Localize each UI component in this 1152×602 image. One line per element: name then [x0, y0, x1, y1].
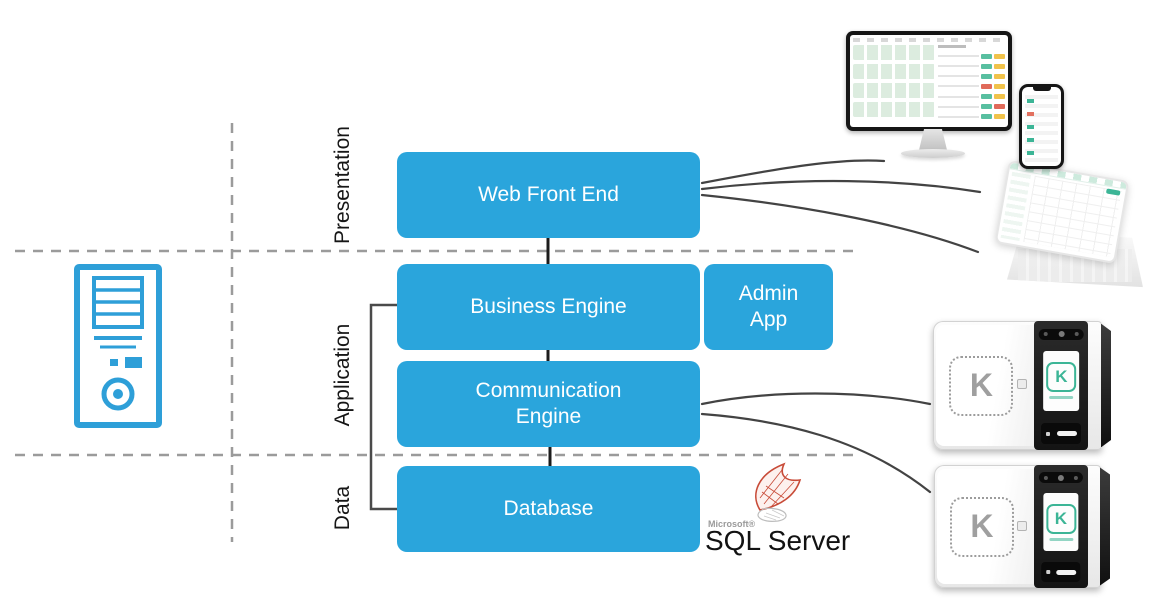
- terminal-panel: K: [1034, 465, 1088, 588]
- terminal-side-edge: [1100, 467, 1110, 586]
- monitor-menubar: [853, 38, 1005, 42]
- sql-server-wordmark: SQL Server: [705, 525, 851, 556]
- terminal-body: K K: [933, 321, 1102, 450]
- cable-ce-terminal-1: [700, 392, 932, 406]
- dotted-k-logo-icon: K: [949, 355, 1014, 416]
- box-admin-app-label: Admin App: [738, 281, 799, 331]
- k-logo-icon: K: [1045, 503, 1076, 534]
- avatar-grid: [853, 45, 936, 121]
- terminal-faceplate: K: [937, 468, 1035, 585]
- kiosk-terminal-2: K K: [934, 465, 1110, 588]
- card-slot: [1041, 562, 1081, 582]
- sql-server-logo: Microsoft® SQL Server: [700, 455, 860, 567]
- smartphone: [1019, 84, 1064, 169]
- monitor-screen: [850, 35, 1008, 127]
- terminal-screen: K: [1043, 350, 1080, 412]
- box-business-engine-label: Business Engine: [470, 294, 627, 318]
- layer-label-presentation: Presentation: [331, 126, 354, 244]
- camera-icon: [1039, 328, 1084, 340]
- card-slot: [1041, 422, 1082, 444]
- sql-swoosh-icon: [755, 462, 802, 522]
- terminal-faceplate: K: [936, 324, 1035, 447]
- box-web-front-end-label: Web Front End: [478, 182, 619, 206]
- cable-wfe-phone: [700, 179, 982, 194]
- dotted-k-letter: K: [970, 508, 994, 544]
- cable-wfe-monitor: [700, 159, 886, 185]
- dotted-k-letter: K: [969, 367, 993, 403]
- box-database-label: Database: [503, 496, 594, 520]
- status-list: [938, 45, 1005, 121]
- brand-text-line: [1048, 537, 1073, 541]
- box-web-front-end: Web Front End: [397, 152, 700, 238]
- smartphone-notch: [1032, 87, 1051, 91]
- cable-wfe-tablet: [700, 193, 980, 254]
- k-logo-icon: K: [1046, 362, 1077, 393]
- badge-sensor: [1017, 520, 1028, 531]
- box-database: Database: [397, 466, 700, 552]
- badge-sensor: [1017, 379, 1028, 390]
- monitor-stand-neck: [919, 129, 947, 150]
- terminal-screen: K: [1043, 493, 1079, 552]
- box-communication-engine-label: Communication Engine: [475, 378, 622, 428]
- application-group-bracket: [369, 303, 397, 511]
- smartphone-screen: [1022, 87, 1061, 166]
- microsoft-brand: Microsoft®: [708, 519, 756, 529]
- camera-icon: [1038, 472, 1083, 484]
- kiosk-terminal-1: K K: [933, 321, 1111, 450]
- terminal-body: K K: [934, 465, 1101, 588]
- box-business-engine: Business Engine: [397, 264, 700, 350]
- brand-text-line: [1049, 396, 1074, 400]
- terminal-panel: K: [1034, 321, 1089, 450]
- box-communication-engine: Communication Engine: [397, 361, 700, 447]
- layer-label-data: Data: [331, 485, 354, 531]
- box-admin-app: Admin App: [704, 264, 833, 350]
- tablet-screen: [994, 160, 1130, 264]
- monitor-stand-base: [901, 149, 965, 158]
- dotted-k-logo-icon: K: [949, 496, 1014, 557]
- tablet-with-keyboard: [993, 160, 1152, 296]
- desktop-monitor: [846, 31, 1012, 131]
- server-tower-icon: [74, 264, 162, 428]
- terminal-side-edge: [1101, 323, 1111, 448]
